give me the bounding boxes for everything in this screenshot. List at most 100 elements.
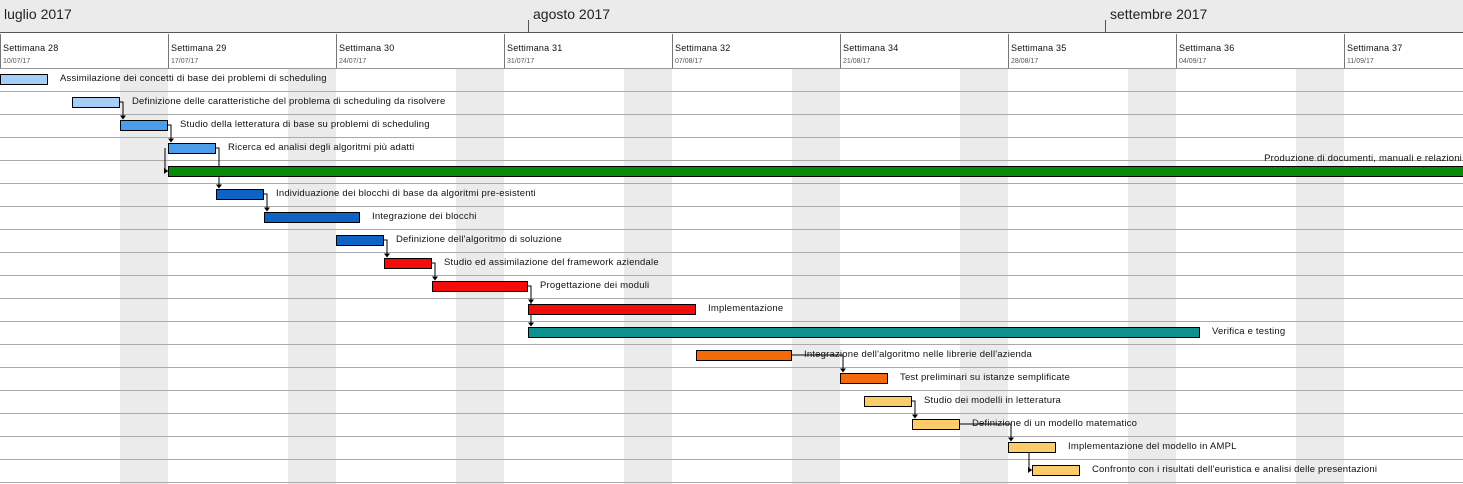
row-divider [0,482,1463,483]
weekend-band [288,69,336,484]
month-label-august: agosto 2017 [533,6,611,22]
week-label: Settimana 37 [1347,43,1403,53]
week-date: 04/09/17 [1179,58,1207,65]
task-label: Individuazione dei blocchi di base da al… [276,188,536,199]
week-divider [168,34,169,69]
header-divider [0,68,1463,69]
task-label: Integrazione dei blocchi [372,211,477,222]
task-bar[interactable] [168,142,216,154]
task-bar[interactable] [696,349,792,361]
dependency-line [264,193,268,211]
week-divider [1008,34,1009,69]
row-divider [0,344,1463,345]
task-bar[interactable] [0,73,48,85]
task-bar[interactable] [864,395,912,407]
weekend-band [1128,69,1176,484]
task-bar[interactable] [528,326,1200,338]
row-divider [0,459,1463,460]
task-bar[interactable] [384,257,432,269]
month-divider [1105,20,1106,33]
week-divider [336,34,337,69]
task-label: Implementazione [708,303,784,314]
task-bar[interactable] [120,119,168,131]
weekend-band [792,69,840,484]
row-divider [0,390,1463,391]
task-bar[interactable] [1008,441,1056,453]
task-label: Integrazione dell'algoritmo nelle librer… [804,349,1032,360]
week-label: Settimana 28 [3,43,59,53]
task-label: Studio ed assimilazione del framework az… [444,257,659,268]
task-bar[interactable] [72,96,120,108]
task-label: Studio della letteratura di base su prob… [180,119,430,130]
task-label: Definizione di un modello matematico [972,418,1138,429]
week-date: 28/08/17 [1011,58,1039,65]
week-label: Settimana 36 [1179,43,1235,53]
month-header [0,0,1463,33]
month-label-july: luglio 2017 [4,6,72,22]
task-bar[interactable] [432,280,528,292]
task-bar[interactable] [264,211,360,223]
task-bar[interactable] [216,188,264,200]
weekend-band [120,69,168,484]
week-label: Settimana 32 [675,43,731,53]
task-label: Ricerca ed analisi degli algoritmi più a… [228,142,415,153]
task-bar[interactable] [912,418,960,430]
dependency-line [528,285,532,303]
weekend-band [456,69,504,484]
task-bar[interactable] [336,234,384,246]
week-date: 31/07/17 [507,58,535,65]
task-label: Implementazione del modello in AMPL [1068,441,1237,452]
row-divider [0,91,1463,92]
task-label: Assimilazione dei concetti di base dei p… [60,73,327,84]
task-label: Definizione delle caratteristiche del pr… [132,96,446,107]
weekend-band [960,69,1008,484]
week-label: Settimana 29 [171,43,227,53]
row-divider [0,183,1463,184]
month-label-september: settembre 2017 [1110,6,1208,22]
week-label: Settimana 35 [1011,43,1067,53]
week-divider [504,34,505,69]
week-divider [840,34,841,69]
dependency-line [912,400,916,418]
week-date: 24/07/17 [339,58,367,65]
month-divider [528,20,529,33]
row-divider [0,298,1463,299]
dependency-line [168,124,172,142]
row-divider [0,160,1463,161]
week-date: 11/09/17 [1347,58,1374,65]
row-divider [0,252,1463,253]
week-divider [0,34,1,69]
row-divider [0,229,1463,230]
task-label: Progettazione dei moduli [540,280,650,291]
task-label: Confronto con i risultati dell'euristica… [1092,464,1378,475]
week-label: Settimana 31 [507,43,563,53]
task-bar[interactable] [1032,464,1080,476]
task-bar[interactable] [168,165,1463,177]
week-label: Settimana 30 [339,43,395,53]
task-bar[interactable] [528,303,696,315]
row-divider [0,275,1463,276]
row-divider [0,367,1463,368]
week-date: 17/07/17 [171,58,199,65]
dependency-line [384,239,388,257]
task-label: Test preliminari su istanze semplificate [900,372,1071,383]
task-label: Definizione dell'algoritmo di soluzione [396,234,562,245]
task-label: Produzione di documenti, manuali e relaz… [1264,152,1462,164]
week-date: 21/08/17 [843,58,871,65]
row-divider [0,114,1463,115]
row-divider [0,413,1463,414]
weekend-band [1296,69,1344,484]
task-bar[interactable] [840,372,888,384]
task-label: Verifica e testing [1212,326,1286,337]
week-divider [1344,34,1345,69]
week-date: 07/08/17 [675,58,703,65]
row-divider [0,436,1463,437]
row-divider [0,137,1463,138]
task-label: Studio dei modelli in letteratura [924,395,1062,406]
week-divider [672,34,673,69]
week-date: 10/07/17 [3,58,31,65]
week-divider [1176,34,1177,69]
week-label: Settimana 34 [843,43,899,53]
dependency-line [432,262,436,280]
